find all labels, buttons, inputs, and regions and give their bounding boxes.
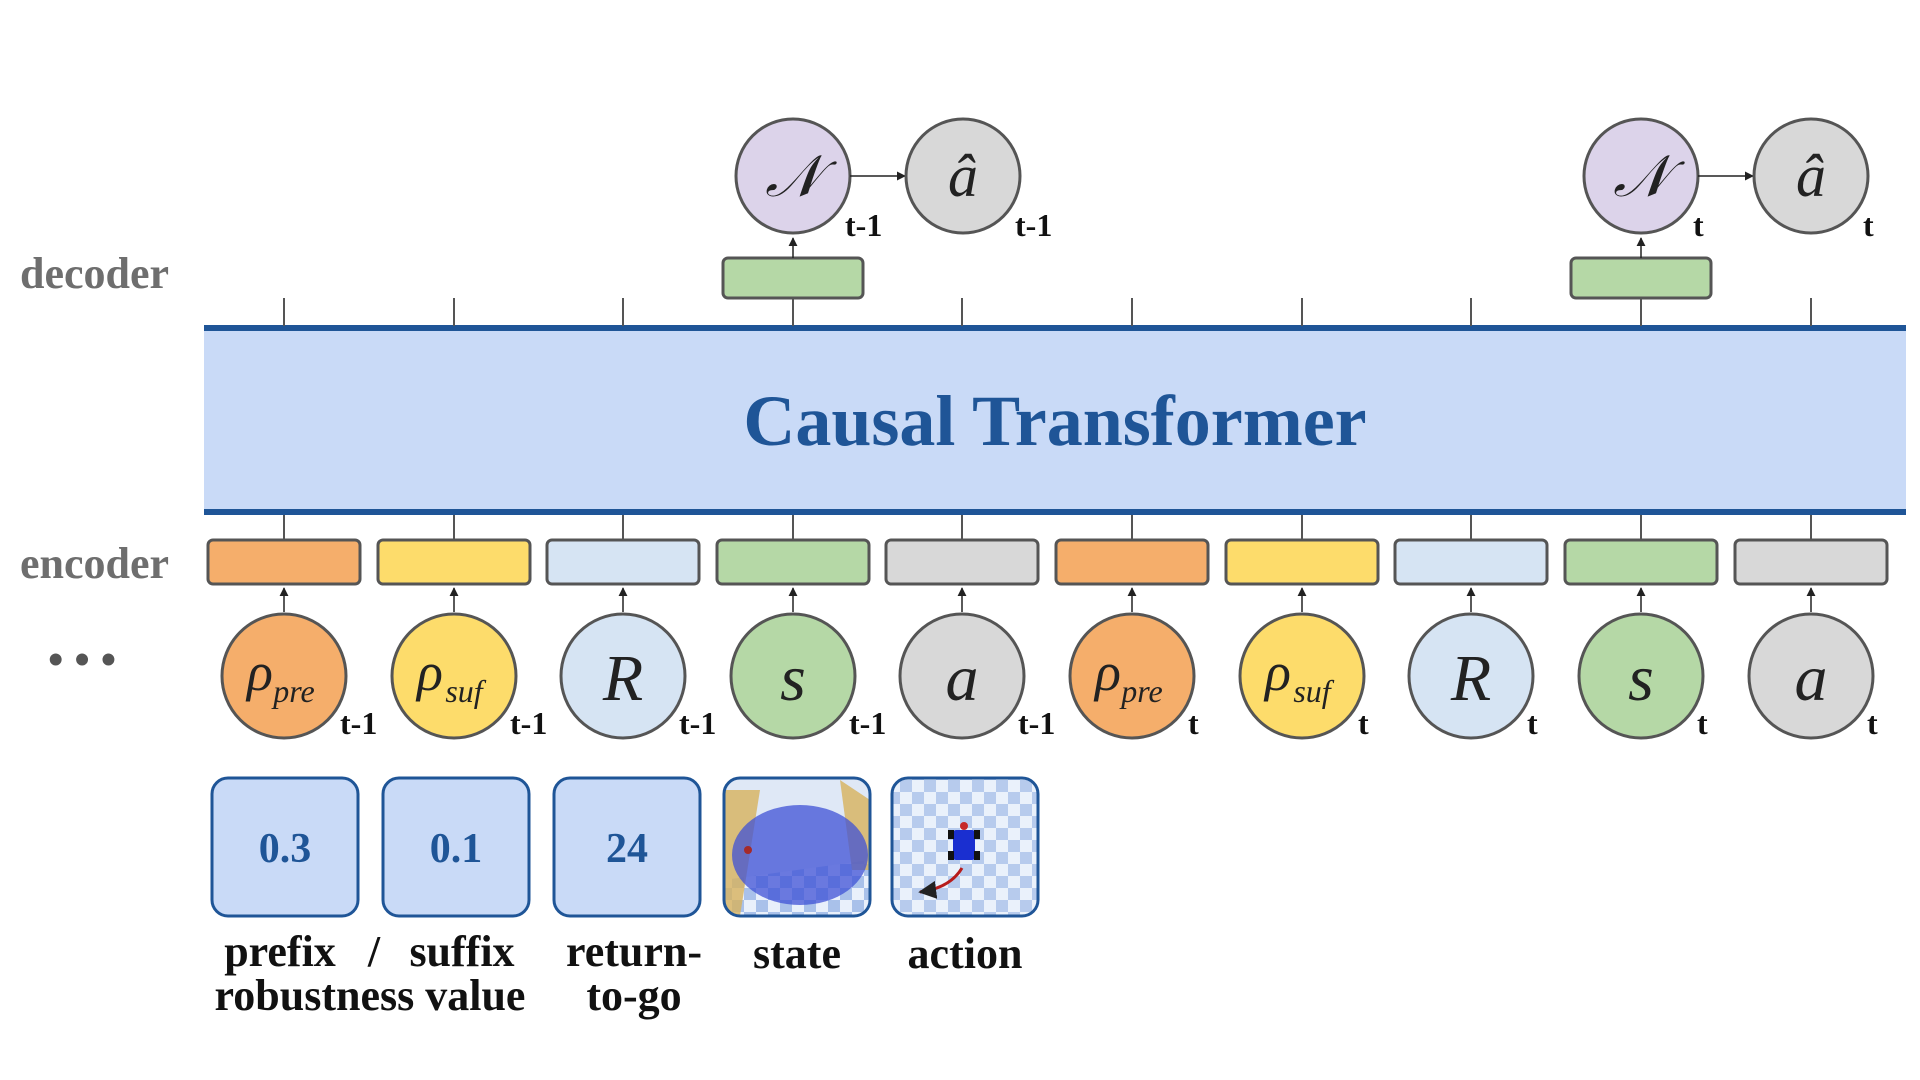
token-symbol: a: [946, 642, 979, 715]
token-step-label: t-1: [679, 705, 716, 741]
rtg-value-text: 24: [606, 826, 648, 872]
example-suffix: 0.1: [381, 776, 531, 918]
token-node-return-tm1: [559, 612, 687, 740]
token-symbol: a: [1795, 642, 1828, 715]
token-node-action-tm1: [898, 612, 1026, 740]
token-symbol: R: [1450, 642, 1491, 715]
token-step-label: t: [1527, 705, 1538, 741]
token-step-label: t: [1697, 705, 1708, 741]
action-render-image: [890, 776, 1040, 918]
token-symbol: ρ: [245, 642, 273, 702]
decoder-label: decoder: [20, 249, 169, 298]
caption-suffix: suffix: [409, 927, 514, 976]
decoder-head: [721, 256, 865, 300]
token-step-label: t: [1358, 705, 1369, 741]
token-step-label: t-1: [1018, 705, 1055, 741]
caption-return-line2: to-go: [586, 971, 681, 1020]
token-step-label: t-1: [340, 705, 377, 741]
token-node-return-t: [1407, 612, 1535, 740]
caption-slash: /: [367, 927, 381, 976]
token-symbol: s: [780, 642, 806, 715]
token-symbol: ρ: [1263, 642, 1291, 702]
predicted-action-node: [1752, 117, 1870, 235]
token-symbol: R: [602, 642, 643, 715]
token-step-label: t-1: [510, 705, 547, 741]
token-node-state-tm1: [729, 612, 857, 740]
transformer-title: Causal Transformer: [743, 381, 1366, 461]
distribution-step-label: t: [1693, 207, 1704, 243]
predicted-action-symbol: â: [948, 143, 978, 209]
predicted-action-step-label: t-1: [1015, 207, 1052, 243]
token-symbol: s: [1628, 642, 1654, 715]
token-symbol: ρ: [1093, 642, 1121, 702]
predicted-action-node: [904, 117, 1022, 235]
example-prefix: 0.3: [210, 776, 360, 918]
prefix-value-text: 0.3: [259, 826, 312, 872]
token-node-rho-pre-tm1: [220, 612, 348, 740]
decoder-head: [1569, 256, 1713, 300]
ellipsis: • • •: [48, 635, 116, 684]
token-subscript: suf: [1293, 673, 1334, 709]
caption-action: action: [908, 929, 1023, 978]
token-node-rho-suf-tm1: [390, 612, 518, 740]
caption-prefix: prefix: [224, 927, 336, 976]
embedding-rho-pre-t: [1054, 538, 1210, 586]
token-node-rho-pre-t: [1068, 612, 1196, 740]
embedding-return-tm1: [545, 538, 701, 586]
token-node-action-t: [1747, 612, 1875, 740]
token-step-label: t: [1867, 705, 1878, 741]
caption-robustness-value: robustness value: [215, 971, 526, 1020]
predicted-action-symbol: â: [1796, 143, 1826, 209]
transformer-output-ticks: [283, 298, 1812, 326]
embedding-action-tm1: [884, 538, 1040, 586]
distribution-step-label: t-1: [845, 207, 882, 243]
token-step-label: t-1: [849, 705, 886, 741]
caption-return-line1: return-: [566, 927, 702, 976]
predicted-action-step-label: t: [1863, 207, 1874, 243]
token-state-tm1: s t-1: [715, 515, 886, 741]
suffix-value-text: 0.1: [430, 826, 483, 872]
embedding-rho-suf-tm1: [376, 538, 532, 586]
token-state-t: st: [1563, 515, 1719, 741]
caption-state: state: [753, 929, 841, 978]
token-step-label: t: [1188, 705, 1199, 741]
state-render-image: [722, 776, 872, 918]
token-node-rho-suf-t: [1238, 612, 1366, 740]
embedding-action-t: [1733, 538, 1889, 586]
encoder-label: encoder: [20, 539, 169, 588]
example-return-to-go: 24: [552, 776, 702, 918]
token-subscript: pre: [1119, 673, 1162, 709]
decoder-output-tm1: 𝒩t-1ât-1: [721, 117, 1052, 300]
embedding-rho-suf-t: [1224, 538, 1380, 586]
embedding-return-t: [1393, 538, 1549, 586]
embedding-state-t: [1563, 538, 1719, 586]
token-subscript: suf: [445, 673, 486, 709]
causal-transformer-block: Causal Transformer: [204, 325, 1906, 515]
embedding-rho-pre-tm1: [206, 538, 362, 586]
token-return-t: Rt: [1393, 515, 1549, 741]
token-action-t: at: [1733, 515, 1889, 741]
token-symbol: ρ: [415, 642, 443, 702]
token-return-tm1: Rt-1: [545, 515, 716, 741]
token-subscript: pre: [271, 673, 314, 709]
embedding-state-tm1: [715, 538, 871, 586]
token-node-state-t: [1577, 612, 1705, 740]
token-action-tm1: a t-1: [884, 515, 1055, 741]
